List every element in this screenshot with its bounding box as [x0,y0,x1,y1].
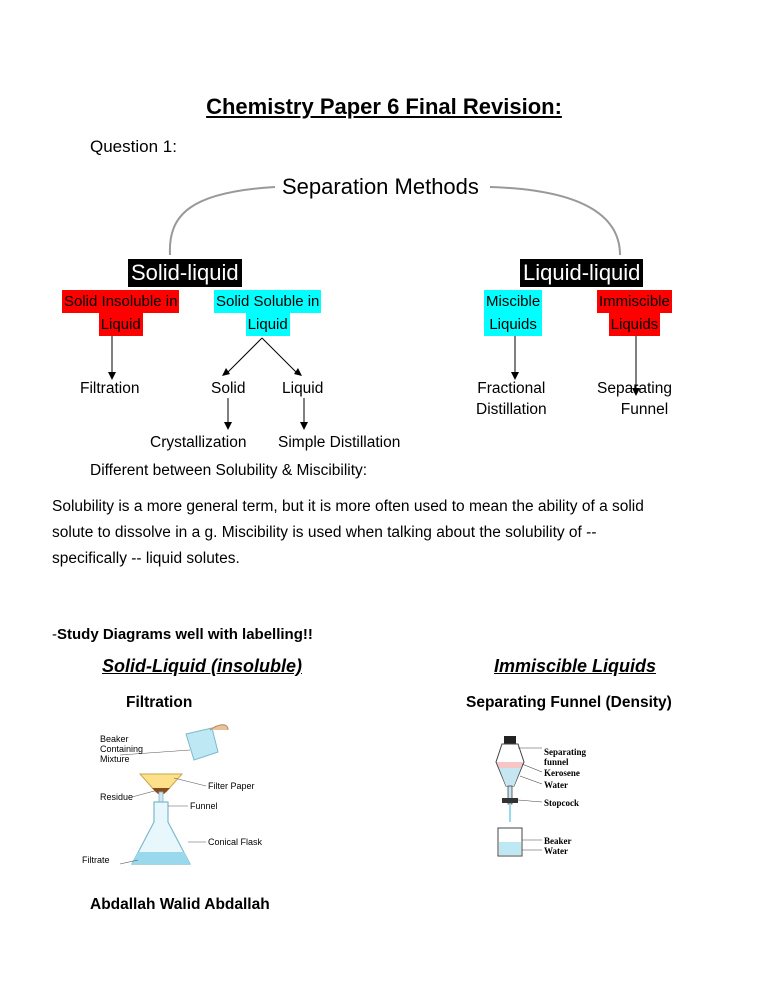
category-solid-liquid: Solid-liquid [128,259,242,287]
label-beaker-1: Beaker [100,734,129,744]
study-note: -Study Diagrams well with labelling!! [52,626,313,643]
chart-root-label: Separation Methods [278,174,483,200]
item-solid-insoluble: Solid Insoluble in Liquid [62,290,180,336]
label-residue: Residue [100,792,134,802]
paragraph-line2: solute to dissolve in a g. Miscibility i… [52,524,597,541]
left-heading: Solid-Liquid (insoluble) [102,656,302,676]
label-water-right: Water [544,846,568,856]
pouring-beaker-icon [185,724,229,761]
label-beaker: Beaker Containing Mixture [100,734,143,764]
item-immiscible-line2: Liquids [608,313,661,336]
paragraph-line3: specifically -- liquid solutes. [52,550,240,567]
label-beaker-3: Mixture [100,754,130,764]
right-heading: Immiscible Liquids [494,656,657,676]
study-note-prefix: - [52,626,57,643]
item-solid-soluble-line2: Liquid [245,313,290,336]
separating-funnel-diagram [495,736,543,857]
item-solid-insoluble-line1: Solid Insoluble in [62,290,180,313]
item-solid-soluble: Solid Soluble in Liquid [214,290,322,336]
left-subheading: Filtration [126,694,193,711]
method-fractional-line1: Fractional [477,380,546,397]
beaker-icon [497,827,523,857]
item-immiscible: Immiscible Liquids [597,290,672,336]
study-note-text: Study Diagrams well with labelling!! [57,626,313,643]
label-kerosene: Kerosene [544,768,580,778]
label-separating-funnel: Separating funnel [544,747,586,767]
difference-heading: Different between Solubility & Miscibili… [90,462,368,479]
method-crystallization: Crystallization [150,434,247,451]
label-beaker-right: Beaker [544,836,572,846]
item-solid-soluble-line1: Solid Soluble in [214,290,322,313]
branch-liquid: Liquid [282,380,324,397]
paragraph: Solubility is a more general term, but i… [52,494,732,572]
category-liquid-liquid: Liquid-liquid [520,259,644,287]
filtration-diagram [119,724,229,865]
question-label: Question 1: [90,137,177,156]
branch-solid: Solid [211,380,246,397]
label-sep-1: Separating [544,747,587,757]
item-miscible-line2: Liquids [484,313,543,336]
label-filtrate: Filtrate [82,855,110,865]
method-simple-distillation: Simple Distillation [278,434,401,451]
author: Abdallah Walid Abdallah [90,896,270,913]
item-miscible-line1: Miscible [484,290,543,313]
item-miscible: Miscible Liquids [484,290,543,336]
method-fractional-line2: Distillation [476,401,547,418]
item-solid-insoluble-line2: Liquid [98,313,143,336]
method-separating-line2: Funnel [620,401,669,418]
method-separating-line1: Separating [597,380,672,397]
label-beaker-2: Containing [100,744,144,754]
method-filtration: Filtration [80,380,140,397]
page-title: Chemistry Paper 6 Final Revision: [206,94,562,119]
label-conical-flask: Conical Flask [208,837,263,847]
right-subheading: Separating Funnel (Density) [466,694,672,711]
label-stopcock: Stopcock [544,798,580,808]
label-water: Water [544,780,568,790]
method-separating-funnel: Separating Funnel [597,378,672,420]
item-immiscible-line1: Immiscible [597,290,672,313]
label-sep-2: funnel [544,757,569,767]
label-funnel: Funnel [190,801,218,811]
label-filter-paper: Filter Paper [208,781,255,791]
method-fractional-distillation: Fractional Distillation [476,378,547,420]
separating-funnel-icon [495,736,525,822]
paragraph-line1: Solubility is a more general term, but i… [52,498,644,515]
conical-flask-icon [131,801,191,865]
